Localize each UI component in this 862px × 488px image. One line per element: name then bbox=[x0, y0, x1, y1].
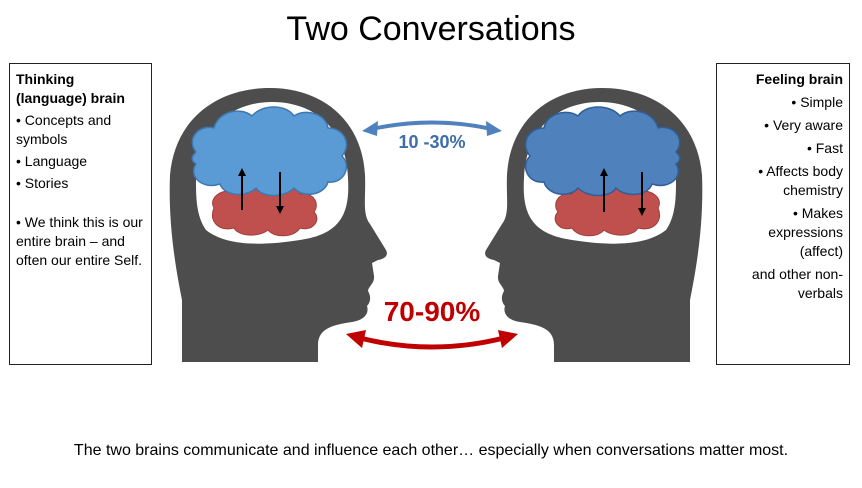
bottom-double-arrow bbox=[346, 330, 518, 350]
thinking-brain-box: Thinking (language) brain • Concepts and… bbox=[9, 63, 152, 365]
thinking-brain-heading: Thinking (language) brain bbox=[16, 71, 125, 106]
top-double-arrow bbox=[362, 120, 502, 136]
thinking-item-entire-self: • We think this is our entire brain – an… bbox=[16, 214, 143, 268]
feeling-brain-box: Feeling brain • Simple • Very aware • Fa… bbox=[716, 63, 850, 365]
slide-caption: The two brains communicate and influence… bbox=[73, 442, 789, 459]
top-percentage-label: 10 -30% bbox=[398, 132, 466, 152]
thinking-item-concepts: • Concepts and symbols bbox=[16, 112, 112, 147]
feeling-item-body-chemistry: • Affects body chemistry bbox=[758, 163, 843, 198]
feeling-item-very-aware: • Very aware bbox=[764, 117, 843, 133]
feeling-item-expressions: • Makes expressions (affect) bbox=[768, 205, 843, 259]
left-head bbox=[169, 88, 387, 362]
bottom-percentage-label: 70-90% bbox=[383, 296, 481, 327]
slide-title: Two Conversations bbox=[286, 10, 576, 48]
feeling-item-simple: • Simple bbox=[791, 94, 843, 110]
feeling-brain-heading: Feeling brain bbox=[755, 71, 843, 87]
right-head bbox=[485, 88, 703, 362]
thinking-item-stories: • Stories bbox=[16, 175, 69, 191]
left-blue-cloud bbox=[191, 106, 348, 197]
feeling-item-fast: • Fast bbox=[806, 140, 843, 156]
thinking-item-language: • Language bbox=[16, 153, 88, 169]
feeling-item-non-verbals: and other non-verbals bbox=[751, 266, 843, 301]
